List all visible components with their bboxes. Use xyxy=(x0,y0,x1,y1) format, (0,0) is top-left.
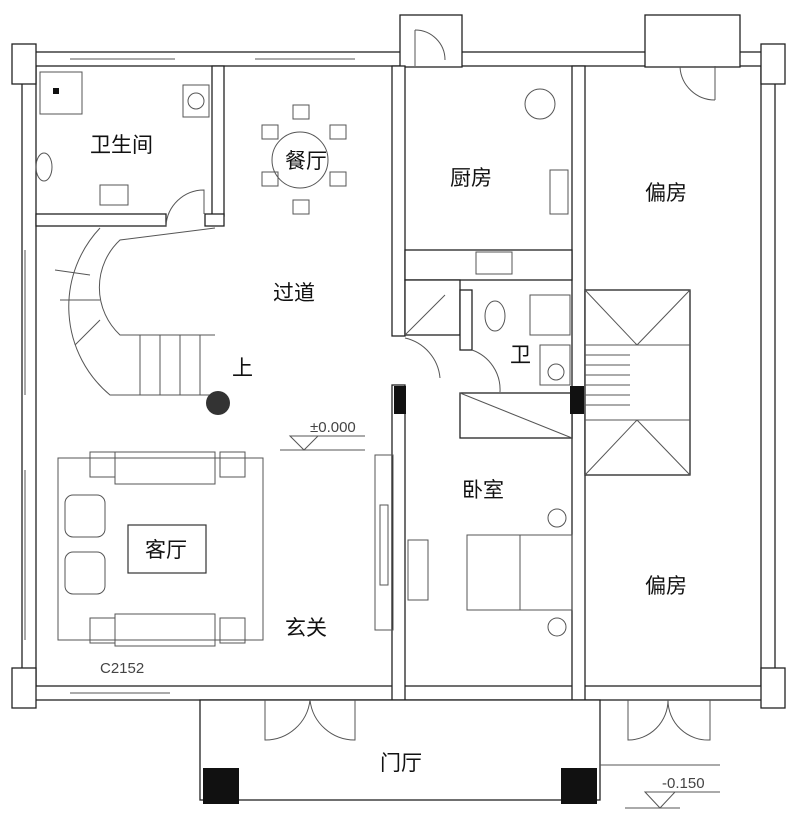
label-porch: 门厅 xyxy=(380,751,422,775)
level-markers xyxy=(280,435,720,809)
label-dining: 餐厅 xyxy=(285,149,327,173)
label-corridor: 过道 xyxy=(273,281,315,305)
side-room-bump xyxy=(644,14,741,101)
fixtures xyxy=(35,71,573,647)
stair-node xyxy=(206,391,230,415)
level-main: ±0.000 xyxy=(310,419,356,436)
label-side-room-top: 偏房 xyxy=(645,181,687,205)
label-bedroom: 卧室 xyxy=(462,478,504,502)
label-small-bath: 卫 xyxy=(510,343,531,367)
level-porch: -0.150 xyxy=(662,775,705,792)
label-entry: 玄关 xyxy=(285,616,327,640)
kitchen-bump xyxy=(399,14,463,68)
porch xyxy=(199,699,720,804)
label-bathroom: 卫生间 xyxy=(90,133,153,157)
spiral-stair xyxy=(54,227,230,415)
label-living: 客厅 xyxy=(145,538,187,562)
label-kitchen: 厨房 xyxy=(450,166,492,190)
label-side-room-bottom: 偏房 xyxy=(645,574,687,598)
window-code: C2152 xyxy=(100,660,144,677)
interior-walls xyxy=(35,65,691,701)
label-stairs-up: 上 xyxy=(232,356,253,380)
